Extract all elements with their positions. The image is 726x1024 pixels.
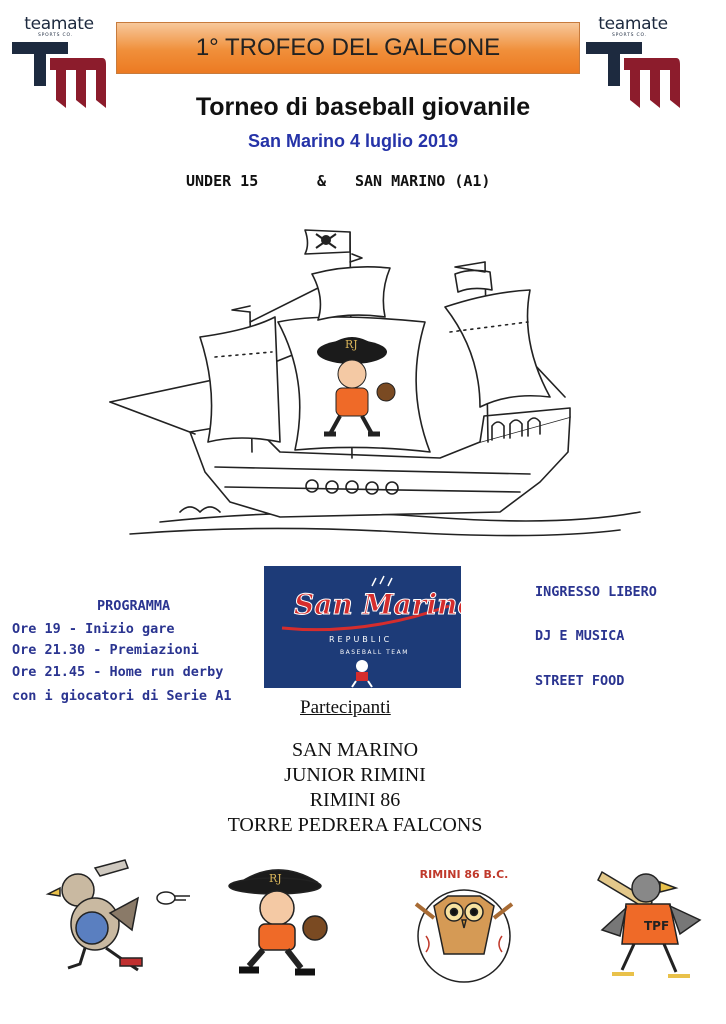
tm-monogram-icon	[586, 42, 680, 108]
teamate-logo-right: teamate SPORTS CO.	[584, 14, 682, 110]
extra-ingresso-libero: INGRESSO LIBERO	[535, 584, 657, 600]
team-item: JUNIOR RIMINI	[284, 764, 426, 786]
team-item: SAN MARINO	[291, 739, 419, 761]
tm-monogram-icon	[12, 42, 106, 108]
date-line: San Marino 4 luglio 2019	[247, 131, 459, 151]
programma-line: Ore 21.30 - Premiazioni	[12, 642, 199, 658]
banner-title: 1° TROFEO DEL GALEONE	[195, 34, 501, 61]
extra-dj-musica: DJ E MUSICA	[535, 628, 625, 644]
tpf-falcon-mascot: TPF	[597, 870, 702, 978]
svg-text:RJ: RJ	[269, 872, 282, 885]
programma-title: PROGRAMMA	[97, 598, 171, 614]
programma-line: Ore 21.45 - Home run derby	[12, 664, 224, 680]
team-item: TORRE PEDRERA FALCONS	[227, 814, 483, 836]
category-san-marino: SAN MARINO (A1)	[355, 172, 491, 190]
title-banner: 1° TROFEO DEL GALEONE	[116, 22, 580, 74]
team-item: RIMINI 86	[309, 789, 401, 811]
teamate-logo-left: teamate SPORTS CO.	[10, 14, 108, 110]
programma-line: con i giocatori di Serie A1	[12, 688, 232, 704]
rimini-86-owl-mascot: RIMINI 86 B.C.	[414, 868, 514, 983]
brand-subtitle: SPORTS CO.	[38, 33, 73, 38]
brand-subtitle: SPORTS CO.	[612, 33, 647, 38]
san-marino-logo-art: San Marino REPUBLIC BASEBALL TEAM	[281, 575, 477, 688]
san-marino-team-logo: San Marino REPUBLIC BASEBALL TEAM	[264, 566, 477, 688]
falcon-batter-mascot	[45, 859, 190, 972]
extra-street-food: STREET FOOD	[535, 673, 625, 689]
programma-line: Ore 19 - Inizio gare	[12, 621, 175, 637]
svg-text:BASEBALL TEAM: BASEBALL TEAM	[340, 649, 409, 656]
svg-text:REPUBLIC: REPUBLIC	[329, 635, 392, 644]
rimini-badge-text: RIMINI 86 B.C.	[420, 868, 509, 881]
partecipanti-list: SAN MARINO JUNIOR RIMINI RIMINI 86 TORRE…	[0, 738, 710, 838]
headline: Torneo di baseball giovanile	[195, 93, 531, 121]
category-under15: UNDER 15	[186, 172, 259, 190]
pirate-mascot-sail: RJ	[317, 337, 396, 437]
brand-wordmark: teamate	[598, 14, 668, 34]
tpf-badge-text: TPF	[644, 919, 669, 933]
category-ampersand: &	[317, 172, 327, 190]
svg-text:San Marino: San Marino	[294, 588, 461, 621]
brand-wordmark: teamate	[24, 14, 94, 34]
pirate-kid-mascot: RJ	[228, 869, 328, 976]
galleon-illustration: RJ	[109, 229, 641, 537]
svg-text:RJ: RJ	[345, 338, 358, 351]
partecipanti-title: Partecipanti	[300, 697, 391, 718]
